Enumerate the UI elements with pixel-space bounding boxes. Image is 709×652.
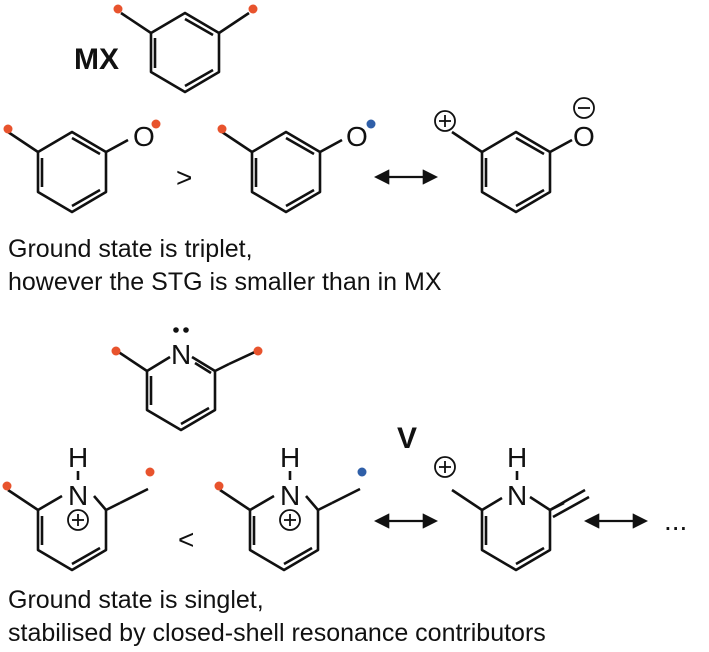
nitrogen-label: N [68, 480, 88, 511]
phenoxyl-triplet: O [3, 119, 161, 214]
radical-dot [113, 4, 123, 14]
phenoxyl-singlet-radical: O [217, 119, 376, 214]
pyridinium-triplet: H N [2, 442, 155, 572]
radical-dot [253, 346, 263, 356]
caption-bottom-line2: stabilised by closed-shell resonance con… [8, 619, 546, 647]
radical-dot [248, 4, 258, 14]
phenoxyl-zwitterion: O [434, 97, 595, 214]
ellipsis: ... [664, 505, 687, 536]
plus-charge-icon [279, 509, 301, 531]
hydrogen-label: H [68, 442, 88, 473]
plus-charge-icon [434, 456, 456, 478]
v-label: V [397, 422, 417, 455]
caption-bottom: Ground state is singlet, stabilised by c… [8, 584, 546, 650]
caption-top-line2: however the STG is smaller than in MX [8, 268, 442, 296]
radical-dot [366, 119, 376, 129]
plus-charge-icon [434, 110, 456, 132]
plus-charge-icon [67, 509, 89, 531]
radical-dot [2, 481, 12, 491]
oxygen-label: O [133, 121, 155, 152]
minus-charge-icon [573, 97, 595, 119]
hydrogen-label: H [280, 442, 300, 473]
radical-dot [151, 119, 161, 129]
oxygen-label: O [346, 121, 368, 152]
lone-pair-icon [173, 327, 189, 333]
radical-dot [214, 481, 224, 491]
radical-dot [111, 346, 121, 356]
caption-bottom-line1: Ground state is singlet, [8, 586, 264, 614]
radical-dot [145, 467, 155, 477]
less-than-symbol: < [178, 524, 194, 555]
hydrogen-label: H [507, 442, 527, 473]
pyridine-methylene-contributor: H N [434, 442, 590, 572]
oxygen-label: O [573, 121, 595, 152]
greater-than-symbol: > [176, 162, 192, 193]
mx-label: MX [74, 43, 119, 76]
pyridinium-singlet-radical: H N [214, 442, 367, 572]
caption-top: Ground state is triplet, however the STG… [8, 233, 442, 299]
mx-molecule: MX [74, 4, 258, 94]
radical-dot [357, 467, 367, 477]
nitrogen-label: N [507, 480, 527, 511]
nitrogen-label: N [171, 339, 191, 370]
nitrogen-label: N [280, 480, 300, 511]
caption-top-line1: Ground state is triplet, [8, 235, 253, 263]
v-pyridine: N [111, 327, 263, 432]
radical-dot [217, 124, 227, 134]
radical-dot [3, 124, 13, 134]
